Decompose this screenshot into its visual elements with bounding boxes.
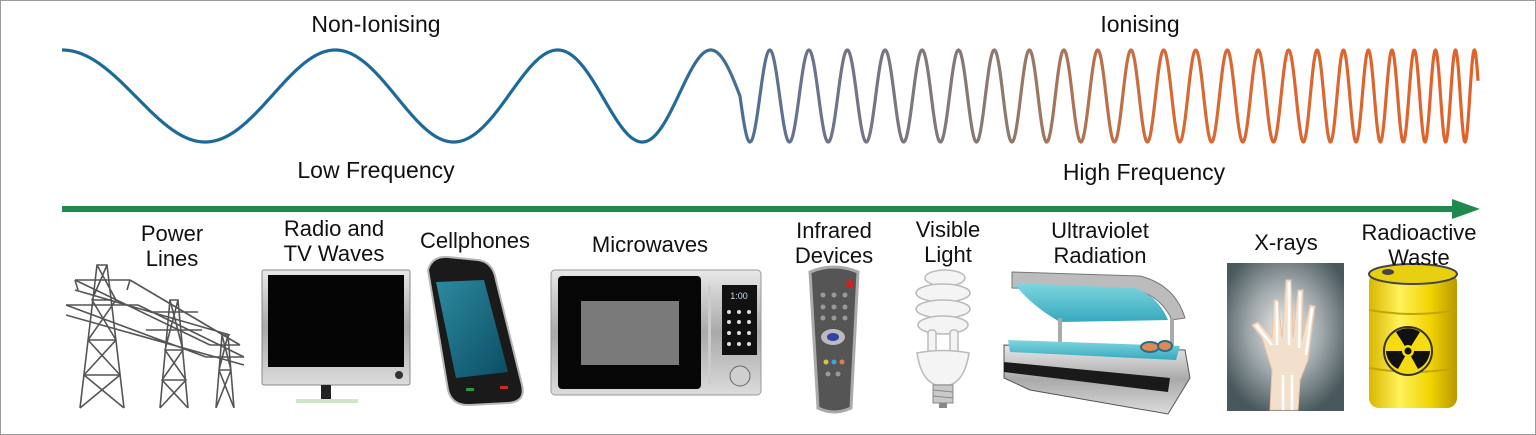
tanning-bed-icon	[1003, 271, 1191, 415]
high-frequency-label: High Frequency	[1062, 159, 1226, 185]
power-lines-icon	[65, 264, 245, 409]
radioactive-barrel-icon	[1368, 263, 1458, 408]
non-ionising-heading: Non-Ionising	[311, 11, 441, 37]
microwave-display: 1:00	[730, 291, 748, 301]
frequency-wave	[60, 48, 1480, 144]
label-infrared: Infrared Devices	[794, 218, 874, 268]
light-bulb-icon	[915, 269, 971, 408]
frequency-arrow-head	[1452, 199, 1480, 219]
remote-control-icon	[808, 265, 860, 414]
label-microwaves: Microwaves	[591, 232, 709, 257]
label-ultraviolet: Ultraviolet Radiation	[1051, 218, 1149, 268]
low-frequency-label: Low Frequency	[297, 157, 455, 183]
label-radioactive-waste: Radioactive Waste	[1361, 220, 1477, 270]
label-power-lines: Power Lines	[140, 221, 204, 271]
label-radio-tv: Radio and TV Waves	[283, 216, 385, 266]
xray-hand-icon	[1227, 263, 1344, 411]
tv-icon	[261, 269, 411, 403]
label-xrays: X-rays	[1254, 230, 1318, 255]
microwave-icon: 1:00	[550, 269, 762, 396]
ionising-heading: Ionising	[1100, 11, 1180, 37]
cellphone-icon	[426, 255, 524, 407]
label-visible-light: Visible Light	[915, 217, 981, 267]
label-cellphones: Cellphones	[419, 228, 531, 253]
